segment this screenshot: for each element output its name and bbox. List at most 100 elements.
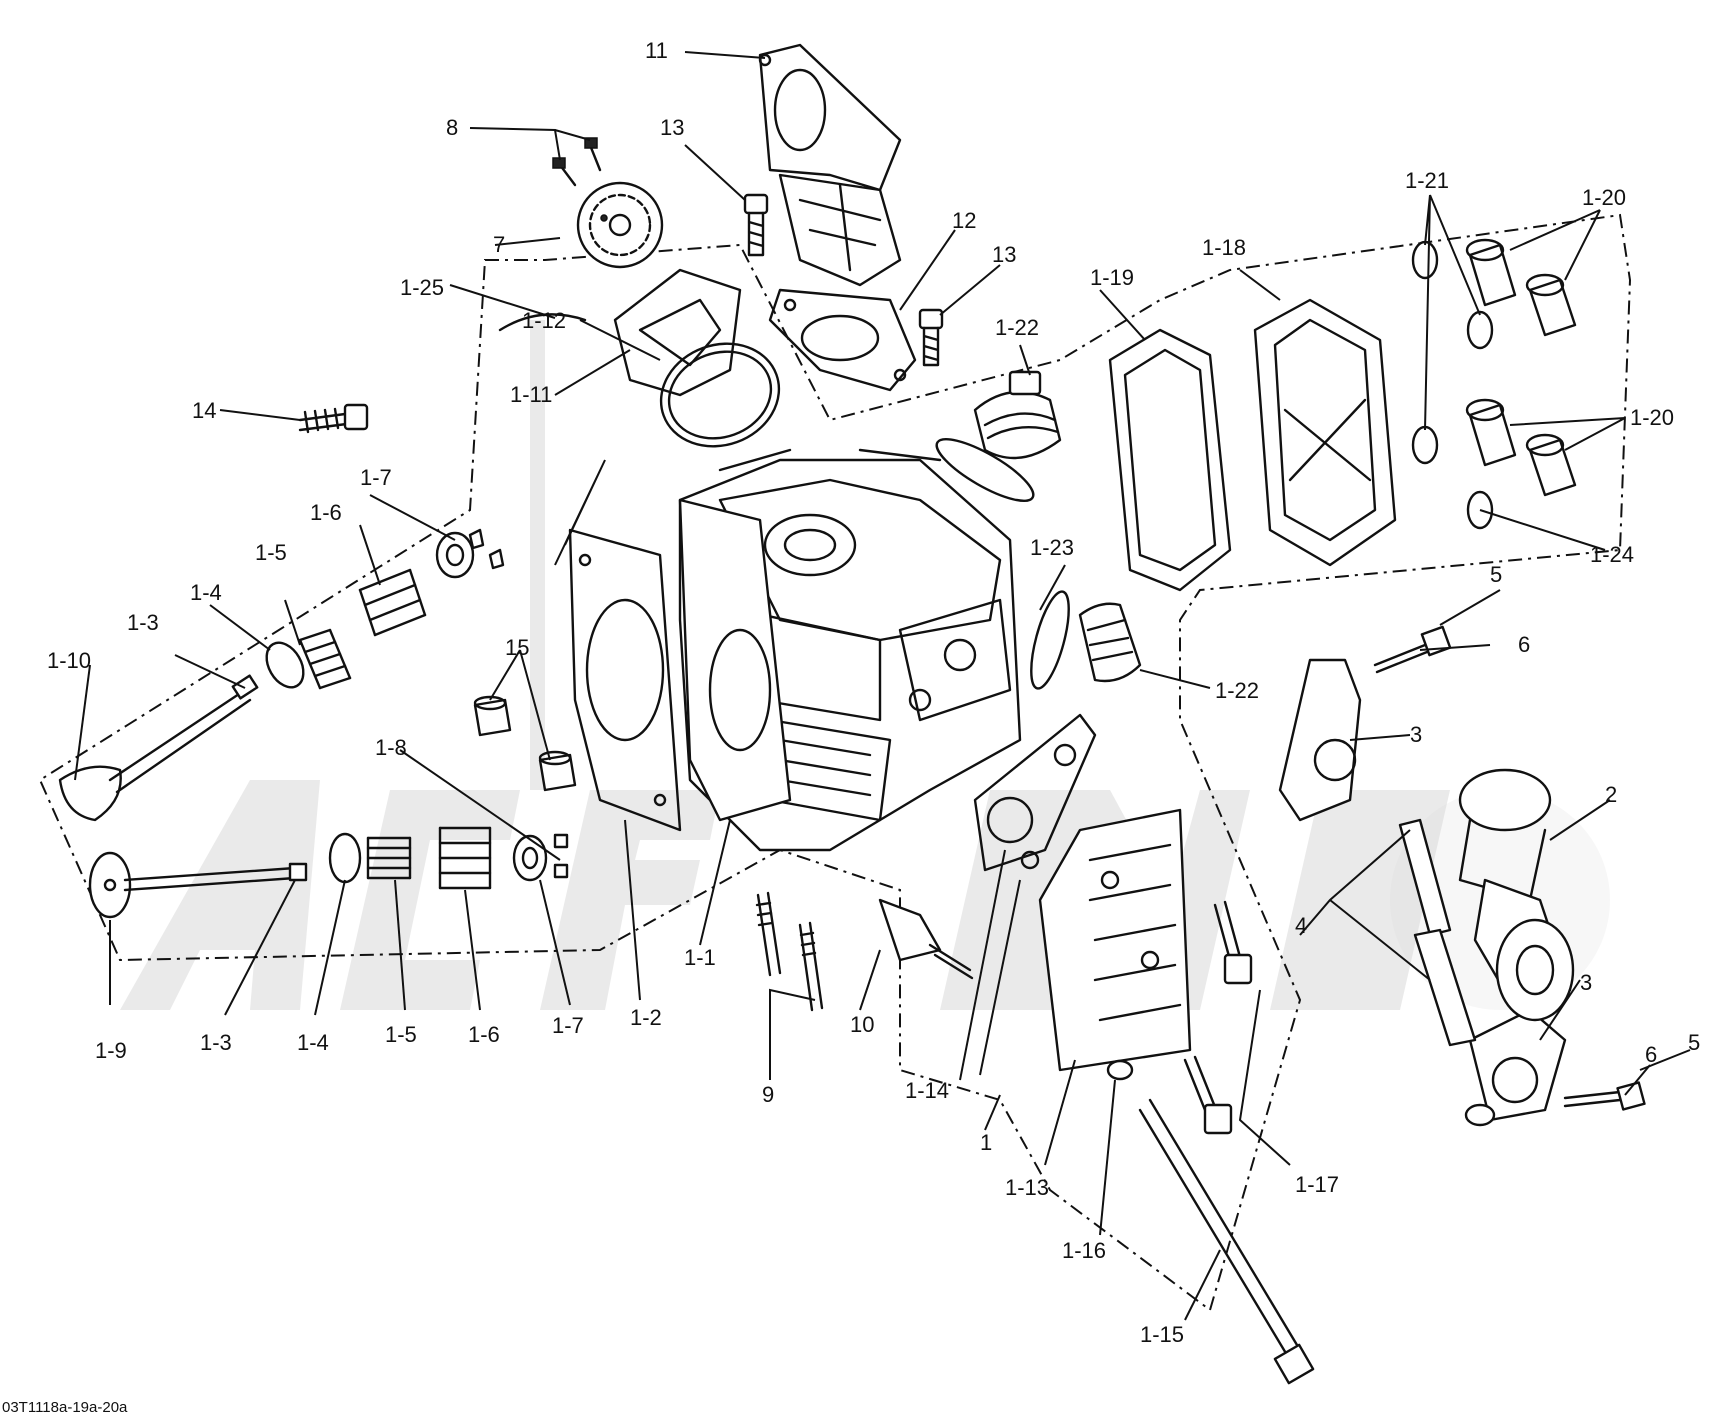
- sealing-washers: [1411, 240, 1494, 465]
- callout-6-upper: 6: [1518, 632, 1530, 657]
- retaining-clip: [498, 313, 587, 332]
- callout-1-25: 1-25: [400, 275, 444, 300]
- callout-1-5-upper: 1-5: [255, 540, 287, 565]
- callout-1-1: 1-1: [684, 945, 716, 970]
- valve-keepers-lower: [553, 833, 569, 879]
- valve-cover: [1253, 298, 1397, 567]
- outer-spring-upper: [358, 568, 427, 637]
- callout-11: 11: [645, 38, 668, 63]
- rocker-arm-lower: [1464, 1008, 1567, 1127]
- acorn-nuts: [1465, 238, 1577, 497]
- temperature-sender: [878, 898, 974, 980]
- valve-keepers-upper: [468, 528, 505, 570]
- side-bolt: [298, 403, 369, 434]
- callout-1-12: 1-12: [522, 308, 566, 333]
- spring-retainer-upper: [435, 531, 475, 579]
- plug-lower: [1078, 602, 1142, 683]
- callout-1-7-upper: 1-7: [360, 465, 392, 490]
- callout-labels: 11 8 7 13 12 13 1-25 1-11 14 1-12 1-22 1…: [47, 38, 1700, 1347]
- manifold-gasket: [768, 288, 917, 392]
- callout-1-8-upper: 1-8: [375, 735, 407, 760]
- callout-1-4-upper: 1-4: [190, 580, 222, 605]
- callout-15: 15: [505, 635, 529, 660]
- spring-retainer-lower: [512, 834, 548, 882]
- callout-1-11: 1-11: [510, 382, 552, 407]
- side-cover: [1038, 808, 1192, 1072]
- diagram-reference-code: 03T1118a-19a-20a: [2, 1399, 128, 1416]
- intake-valve: [58, 674, 259, 822]
- callout-1-24: 1-24: [1590, 542, 1634, 567]
- adjuster-screw-lower: [1563, 1081, 1646, 1111]
- housing-gasket: [973, 713, 1097, 872]
- callout-2: 2: [1605, 782, 1617, 807]
- small-washer: [1106, 1059, 1134, 1081]
- callout-1-9: 1-9: [95, 1038, 127, 1063]
- callout-1-3-lower: 1-3: [200, 1030, 232, 1055]
- exhaust-valve: [88, 851, 308, 919]
- o-ring-large: [659, 342, 781, 448]
- callout-1-10: 1-10: [47, 648, 91, 673]
- callout-3-lower: 3: [1580, 970, 1592, 995]
- callout-1-16: 1-16: [1062, 1238, 1106, 1263]
- callout-10: 10: [850, 1012, 874, 1037]
- manifold-bolt-lower: [918, 308, 944, 367]
- callout-3-upper: 3: [1410, 722, 1422, 747]
- cover-bolt-upper: [1213, 900, 1253, 985]
- callout-4: 4: [1295, 913, 1307, 938]
- head-side-face: [678, 498, 792, 822]
- callout-9: 9: [762, 1082, 774, 1107]
- callout-1-19: 1-19: [1090, 265, 1134, 290]
- callout-1-5-lower: 1-5: [385, 1022, 417, 1047]
- outer-spring-lower: [438, 826, 492, 890]
- callout-1-17: 1-17: [1295, 1172, 1339, 1197]
- callout-1-23: 1-23: [1030, 535, 1074, 560]
- callout-1-22-upper: 1-22: [995, 315, 1039, 340]
- callout-1-6-lower: 1-6: [468, 1022, 500, 1047]
- callout-1-2: 1-2: [630, 1005, 662, 1030]
- callout-1-13: 1-13: [1005, 1175, 1049, 1200]
- rocker-arm-upper: [1278, 658, 1362, 822]
- cam-sprocket: [576, 181, 664, 269]
- valve-spring-seat-upper: [265, 641, 305, 689]
- callout-5-upper: 5: [1490, 562, 1502, 587]
- callout-1-20-lower: 1-20: [1630, 405, 1674, 430]
- studs: [755, 891, 824, 1012]
- callout-1-4-lower: 1-4: [297, 1030, 329, 1055]
- callout-13-lower: 13: [992, 242, 1016, 267]
- intake-manifold: [758, 43, 902, 287]
- callout-12: 12: [952, 208, 976, 233]
- callout-1-22-lower: 1-22: [1215, 678, 1259, 703]
- callout-1-3-upper: 1-3: [127, 610, 159, 635]
- o-ring-upper: [935, 438, 1035, 502]
- rocker-shafts: [1398, 818, 1477, 1047]
- callout-1-20-upper: 1-20: [1582, 185, 1626, 210]
- callout-6-lower: 6: [1645, 1042, 1657, 1067]
- cover-bolt-lower: [1183, 1055, 1233, 1135]
- callout-14: 14: [192, 398, 216, 423]
- callout-1-18: 1-18: [1202, 235, 1246, 260]
- callout-5-lower: 5: [1688, 1030, 1700, 1055]
- valve-spring-seat-lower: [328, 832, 362, 884]
- callout-1-14: 1-14: [905, 1078, 949, 1103]
- assembly-boundaries: [38, 213, 1632, 1312]
- plug-upper: [973, 370, 1062, 460]
- long-bolt: [1138, 1098, 1315, 1385]
- callout-1: 1: [980, 1130, 992, 1155]
- head-gasket-left: [568, 528, 682, 832]
- callout-1-15: 1-15: [1140, 1322, 1184, 1347]
- cam-chain-guide: [613, 268, 742, 397]
- callout-1-7-lower: 1-7: [552, 1013, 584, 1038]
- callout-8: 8: [446, 115, 458, 140]
- sprocket-bolts: [552, 137, 602, 187]
- leader-lines: [74, 51, 1691, 1321]
- o-ring-lower: [1030, 590, 1070, 690]
- valve-cover-gasket: [1108, 328, 1232, 592]
- callout-7: 7: [493, 232, 505, 257]
- inner-spring-lower: [366, 836, 412, 880]
- callout-1-21: 1-21: [1405, 168, 1449, 193]
- inner-spring-upper: [298, 628, 352, 690]
- callout-1-6-upper: 1-6: [310, 500, 342, 525]
- dowel-pins: [473, 695, 577, 792]
- camshaft: [1458, 768, 1575, 1022]
